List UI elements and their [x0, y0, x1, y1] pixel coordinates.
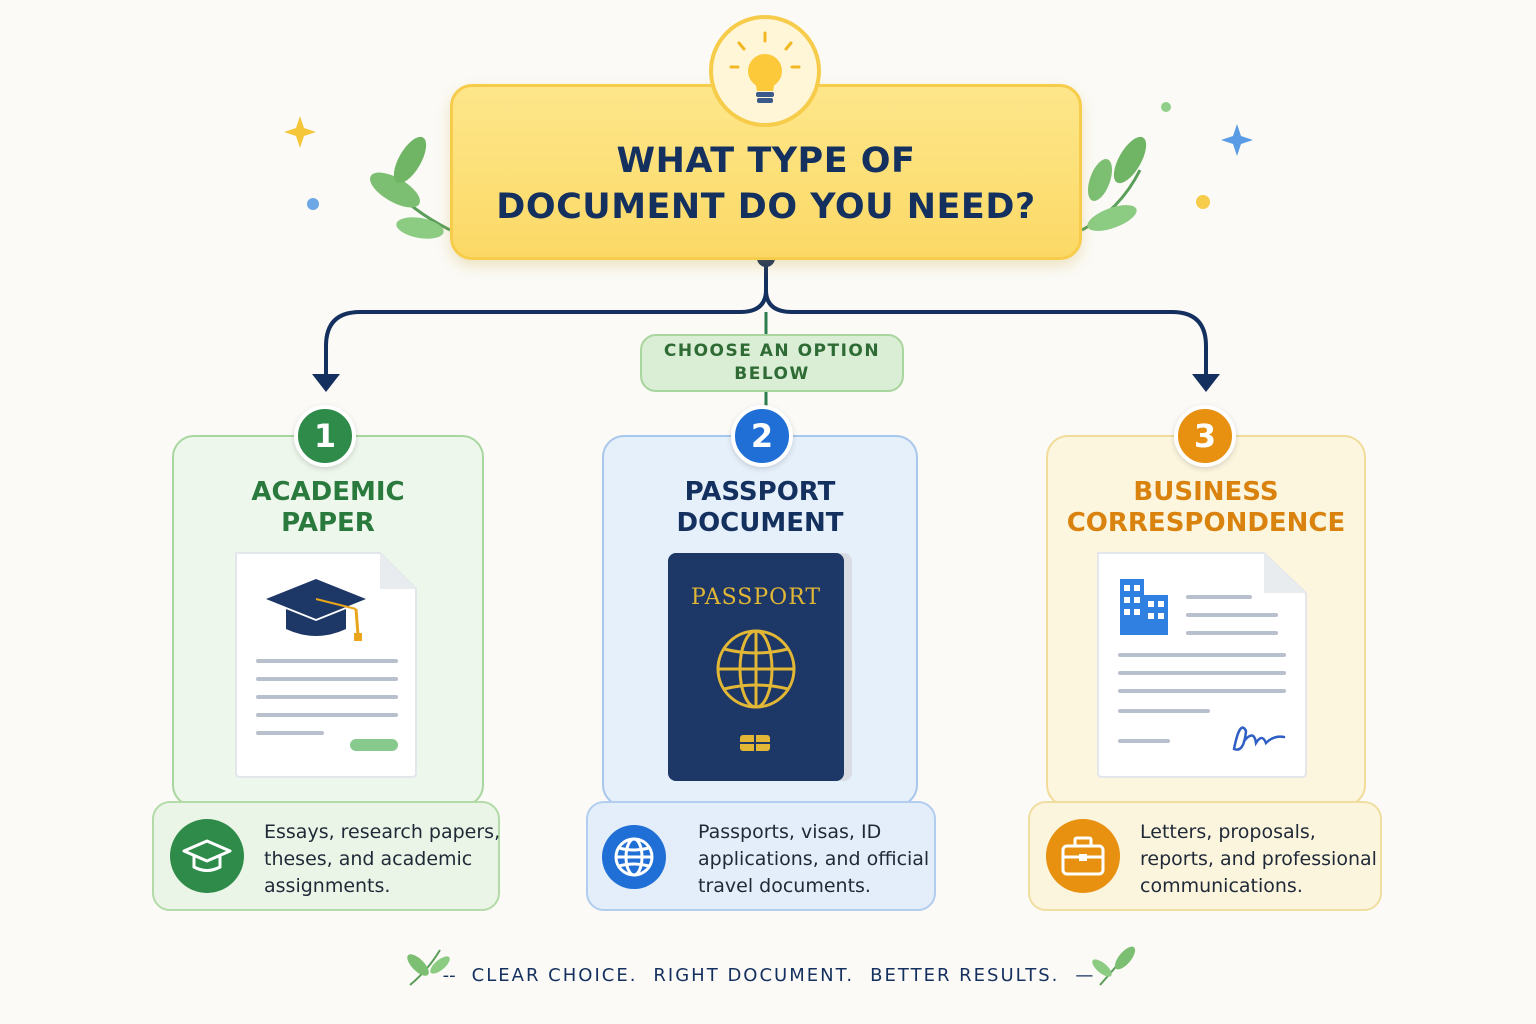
- sparkle-icon: [284, 116, 316, 148]
- title-line-1: WHAT TYPE OF: [616, 141, 916, 181]
- description-line: Letters, proposals,: [1140, 821, 1316, 843]
- business-letter-illustration: [1097, 552, 1307, 778]
- option-card-passport[interactable]: PASSPORT DOCUMENT PASSPORT: [602, 435, 918, 807]
- arrow-down-icon: [1192, 374, 1220, 392]
- graduation-cap-icon: [182, 839, 232, 872]
- passport-illustration: [668, 553, 852, 781]
- choose-line-2: BELOW: [734, 364, 810, 384]
- footer-part: BETTER RESULTS.: [870, 964, 1060, 986]
- description-line: Essays, research papers,: [264, 821, 501, 843]
- leaf-branch-left-icon: [370, 136, 451, 239]
- icon-badge: [1046, 819, 1120, 893]
- card-title-line-1: PASSPORT: [684, 477, 836, 507]
- lightbulb-icon: [729, 31, 801, 103]
- academic-document-illustration: [235, 552, 417, 778]
- description-line: theses, and academic: [264, 848, 473, 870]
- card-title-line-2: DOCUMENT: [676, 508, 844, 538]
- description-line: communications.: [1140, 875, 1303, 897]
- icon-badge: [602, 825, 666, 889]
- leaf-sprig-right-icon: [1092, 946, 1136, 986]
- footer-part: CLEAR CHOICE.: [471, 964, 638, 986]
- footer-right-dash: —: [1075, 964, 1094, 986]
- card-title-line-2: PAPER: [281, 508, 375, 538]
- option-card-business[interactable]: BUSINESS CORRESPONDENCE: [1046, 435, 1366, 807]
- option-description-business: Letters, proposals, reports, and profess…: [1028, 801, 1382, 911]
- description-line: reports, and professional: [1140, 848, 1377, 870]
- office-building-icon: [1120, 579, 1168, 635]
- decor-dot: [307, 198, 319, 210]
- lightbulb-badge: [709, 15, 821, 127]
- briefcase-icon: [1061, 836, 1105, 876]
- globe-icon: [614, 837, 654, 877]
- option-description-academic: Essays, research papers, theses, and aca…: [152, 801, 500, 911]
- leaf-branch-right-icon: [1081, 136, 1147, 232]
- icon-badge: [170, 819, 244, 893]
- leaf-sprig-left-icon: [407, 949, 450, 986]
- option-card-academic[interactable]: ACADEMIC PAPER: [172, 435, 484, 807]
- card-title-line-2: CORRESPONDENCE: [1066, 508, 1346, 538]
- option-number-badge-2: 2: [731, 405, 793, 467]
- sparkle-icon: [1221, 124, 1253, 156]
- description-line: applications, and official: [698, 848, 930, 870]
- decor-dot: [1161, 102, 1171, 112]
- choose-option-pill: CHOOSE AN OPTION BELOW: [640, 334, 904, 392]
- graduation-cap-icon: [266, 579, 366, 641]
- passport-cover-label: PASSPORT: [690, 585, 822, 610]
- card-title-line-1: BUSINESS: [1133, 477, 1279, 507]
- description-line: Passports, visas, ID: [698, 821, 882, 843]
- option-number-badge-1: 1: [294, 405, 356, 467]
- arrow-down-icon: [312, 374, 340, 392]
- description-line: assignments.: [264, 875, 391, 897]
- choose-line-1: CHOOSE AN OPTION: [663, 341, 881, 361]
- title-line-2: DOCUMENT DO YOU NEED?: [496, 187, 1036, 227]
- footer-part: RIGHT DOCUMENT.: [653, 964, 855, 986]
- globe-icon: [716, 629, 796, 709]
- footer-left-dash: --: [442, 964, 456, 986]
- footer-tagline: -- CLEAR CHOICE. RIGHT DOCUMENT. BETTER …: [0, 960, 1536, 990]
- description-line: travel documents.: [698, 875, 871, 897]
- option-description-passport: Passports, visas, ID applications, and o…: [586, 801, 936, 911]
- decor-dot: [1196, 195, 1210, 209]
- card-title-line-1: ACADEMIC: [251, 477, 405, 507]
- signature-icon: [1232, 726, 1286, 751]
- option-number-badge-3: 3: [1174, 405, 1236, 467]
